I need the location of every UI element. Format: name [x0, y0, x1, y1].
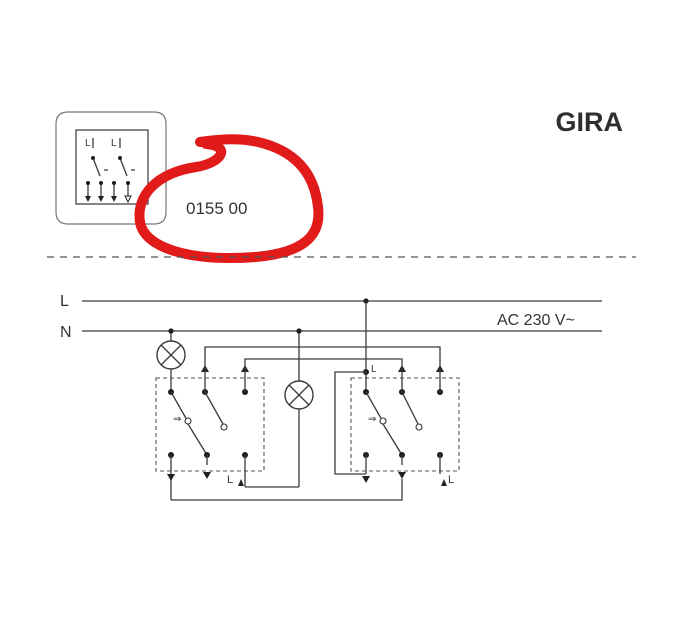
neutral-label: N: [60, 324, 72, 341]
switch-1-down-arrow: [203, 472, 211, 479]
switch-1: ⇒ L: [155, 365, 265, 500]
switch-1-arrow-icon: ⇒: [173, 414, 181, 425]
icon-terminal-label-1: L: [85, 138, 91, 149]
brand-logo: GIRA: [556, 107, 624, 137]
switch-plate-inner: [75, 129, 149, 205]
switch-2: ⇒ L L: [350, 298, 460, 486]
lamp-1: [156, 331, 186, 392]
article-number: 0155 00: [186, 199, 247, 218]
icon-terminal-label-2: L: [111, 138, 117, 149]
switch-2-terminal-label-top: L: [371, 364, 377, 375]
switch-1-terminal-label: L: [227, 474, 233, 486]
switch-plate-outer: [55, 111, 167, 225]
lamp-2: [245, 331, 314, 488]
switch-1-housing: [155, 377, 265, 472]
switch-2-arrow-icon: ⇒: [368, 414, 376, 425]
switch-2-housing: [350, 377, 460, 472]
line-label: L: [60, 293, 69, 310]
switch-2-terminal-label-bottom: L: [448, 474, 454, 486]
traveller-wires: [171, 346, 441, 501]
device-icon: L L: [55, 111, 167, 225]
supply-voltage-label: AC 230 V~: [497, 312, 575, 329]
